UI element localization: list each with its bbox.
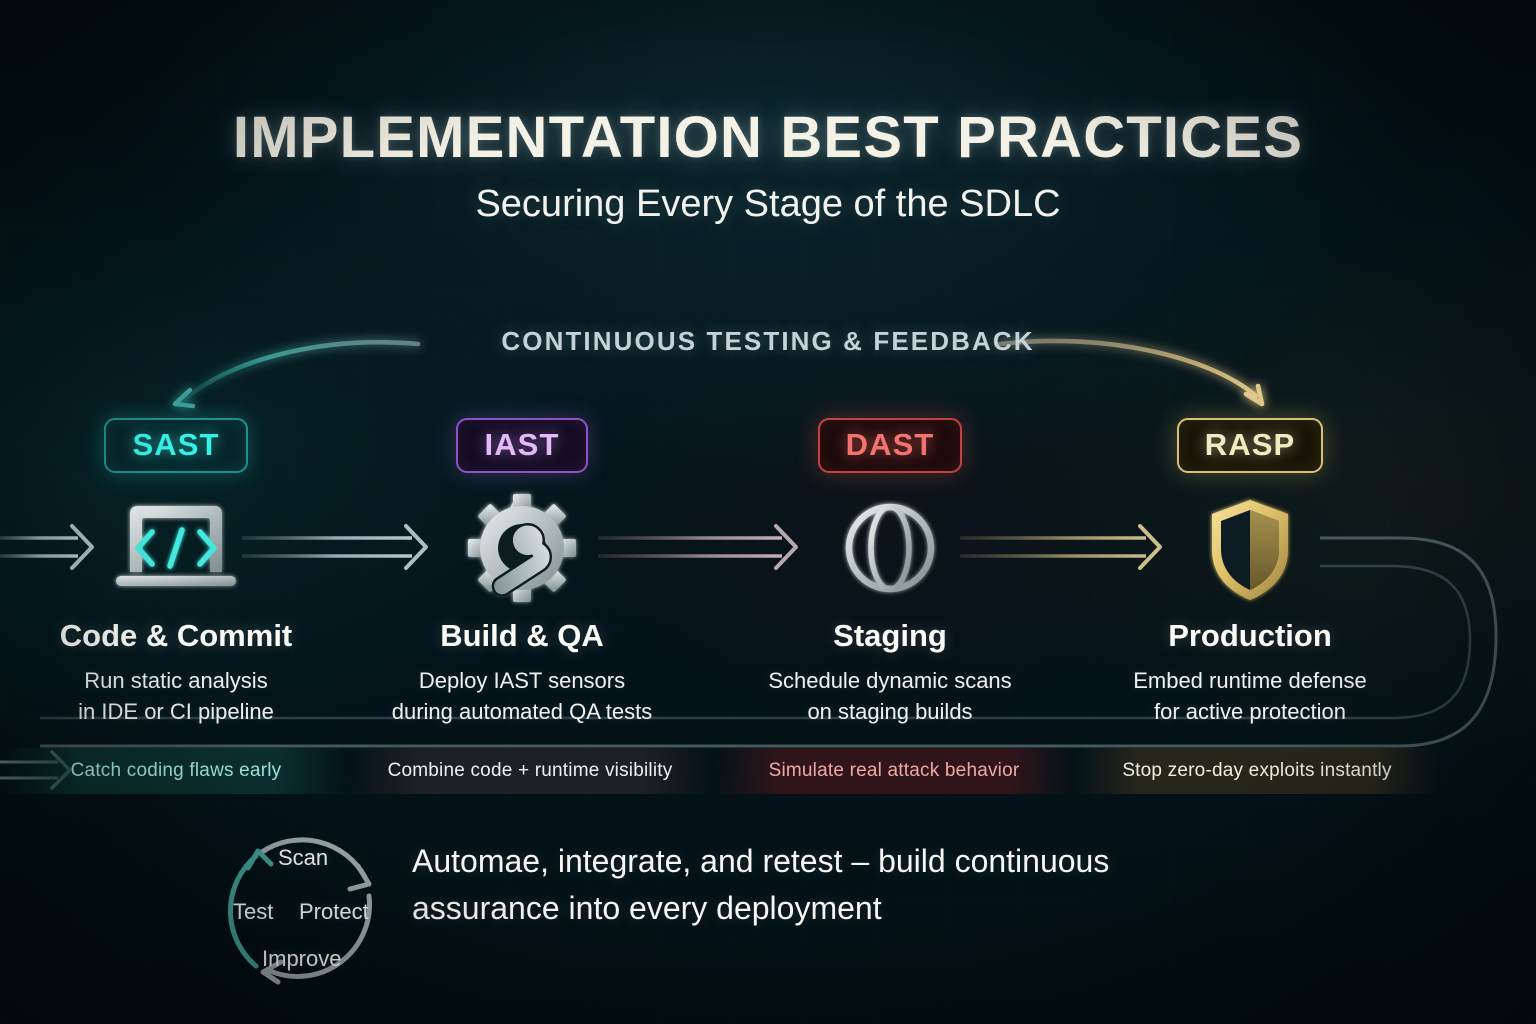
stage-desc-line1: Schedule dynamic scans bbox=[768, 668, 1012, 694]
badge-sast[interactable]: SAST bbox=[104, 418, 248, 473]
stage-title-rasp: Production bbox=[1168, 618, 1332, 653]
stage-icon-slot-rasp bbox=[1074, 499, 1426, 603]
stage-column-rasp: RASP Production Embed runtime defense fo… bbox=[1074, 418, 1426, 728]
stage-title-sast: Code & Commit bbox=[59, 618, 293, 653]
tagline-line1: Automae, integrate, and retest – build c… bbox=[412, 843, 1110, 879]
cycle-label-protect: Protect bbox=[299, 899, 369, 924]
stage-desc-line1: Run static analysis bbox=[84, 668, 268, 694]
stage-desc-dast: Schedule dynamic scans on staging builds bbox=[714, 665, 1066, 727]
stage-icon-slot-iast bbox=[346, 499, 698, 603]
stage-desc-iast: Deploy IAST sensors during automated QA … bbox=[346, 665, 698, 727]
cycle-label-test: Test bbox=[233, 899, 274, 924]
stage-column-sast: SAST Code & Commit Run static analysis i… bbox=[0, 418, 352, 728]
stage-desc-line2: in IDE or CI pipeline bbox=[78, 699, 274, 725]
badge-iast[interactable]: IAST bbox=[456, 418, 588, 473]
page-subtitle: Securing Every Stage of the SDLC bbox=[475, 183, 1061, 226]
stage-desc-line1: Embed runtime defense bbox=[1133, 668, 1367, 694]
stage-title-dast: Staging bbox=[833, 618, 947, 653]
stage-note-iast: Combine code + runtime visibility bbox=[346, 748, 714, 794]
stage-desc-line1: Deploy IAST sensors bbox=[418, 668, 626, 694]
stage-icon-slot-dast bbox=[714, 499, 1066, 603]
stage-column-iast: IAST Build & QA Deploy IAST sensors duri… bbox=[346, 418, 698, 728]
stage-desc-line2: during automated QA tests bbox=[391, 699, 653, 725]
header: IMPLEMENTATION BEST PRACTICES Securing E… bbox=[0, 105, 1536, 226]
stage-desc-line2: on staging builds bbox=[807, 699, 973, 725]
feedback-loop-label: CONTINUOUS TESTING & FEEDBACK bbox=[501, 326, 1035, 356]
stage-desc-rasp: Embed runtime defense for active protect… bbox=[1074, 665, 1426, 727]
tagline-line2: assurance into every deployment bbox=[412, 890, 882, 927]
stage-desc-sast: Run static analysis in IDE or CI pipelin… bbox=[0, 665, 352, 727]
stage-icon-slot-sast bbox=[0, 499, 352, 603]
stage-note-dast: Simulate real attack behavior bbox=[714, 748, 1074, 794]
stage-note-sast: Catch coding flaws early bbox=[0, 748, 352, 794]
stage-column-dast: DAST Staging Schedule dynamic scans on s… bbox=[714, 418, 1066, 728]
badge-rasp[interactable]: RASP bbox=[1176, 418, 1324, 473]
cycle-label-improve: Improve bbox=[262, 946, 342, 971]
stage-note-rasp: Stop zero-day exploits instantly bbox=[1074, 748, 1440, 794]
page-title: IMPLEMENTATION BEST PRACTICES bbox=[232, 105, 1304, 170]
tagline: Automae, integrate, and retest – build c… bbox=[412, 838, 1202, 933]
cycle-label-scan: Scan bbox=[278, 845, 329, 870]
stage-title-iast: Build & QA bbox=[440, 618, 604, 653]
stage-desc-line2: for active protection bbox=[1154, 699, 1346, 725]
badge-dast[interactable]: DAST bbox=[817, 418, 963, 473]
